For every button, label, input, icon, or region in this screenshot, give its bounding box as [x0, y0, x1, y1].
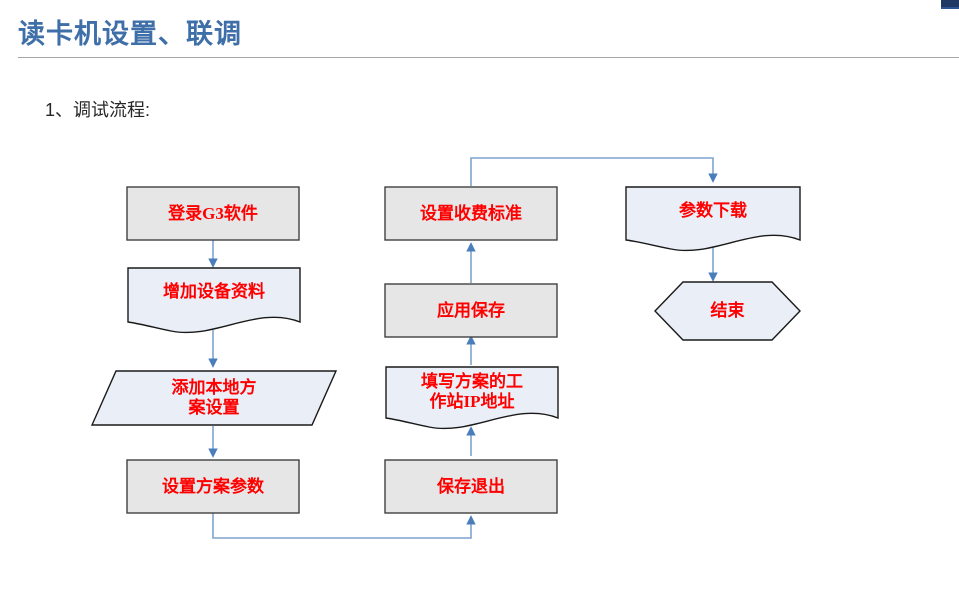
node-fill-workstation-ip[interactable] [385, 366, 559, 430]
node-login-g3[interactable] [126, 186, 300, 241]
node-param-download[interactable] [625, 186, 801, 252]
connector-group [208, 157, 718, 539]
title-divider [18, 57, 959, 58]
node-set-fee-standard[interactable] [384, 186, 558, 241]
node-end[interactable] [654, 281, 801, 341]
corner-marker [941, 0, 959, 9]
edge-n4-n5 [212, 513, 476, 539]
node-add-local-plan[interactable] [90, 370, 338, 426]
node-add-device-data[interactable] [127, 267, 301, 334]
node-set-plan-params[interactable] [126, 459, 300, 514]
edge-n8-n9 [470, 157, 718, 186]
node-apply-save[interactable] [384, 283, 558, 338]
section-heading: 1、调试流程: [45, 100, 151, 120]
page-title: 读卡机设置、联调 [18, 19, 242, 49]
node-save-exit[interactable] [384, 459, 558, 514]
